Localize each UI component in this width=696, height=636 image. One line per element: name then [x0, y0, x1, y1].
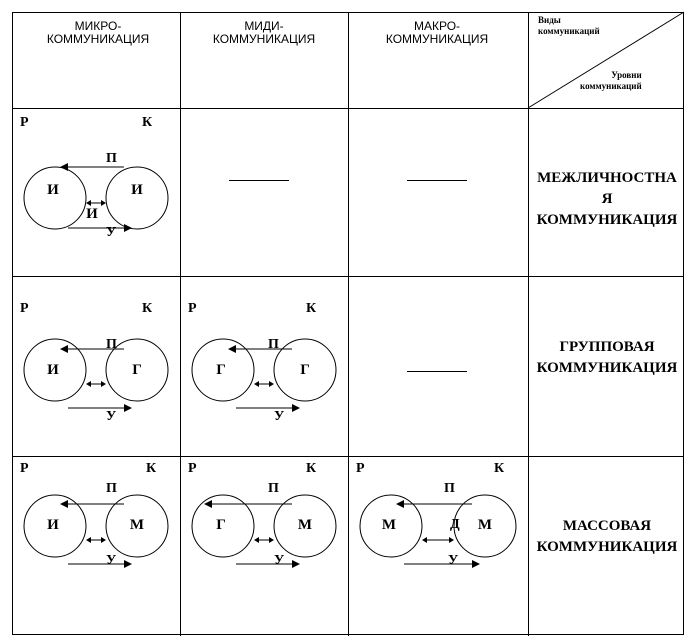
label-u: У	[448, 553, 459, 568]
label-p: П	[106, 151, 117, 166]
label-u: У	[106, 225, 117, 240]
label-k: К	[142, 115, 153, 130]
label-r: Р	[20, 461, 29, 476]
label-r: Р	[20, 301, 29, 316]
node-mid: И	[86, 206, 98, 222]
column-header-midi: МИДИ- КОММУНИКАЦИЯ	[212, 19, 316, 46]
label-k: К	[306, 461, 317, 476]
corner-label-levels: Уровни коммуникаций	[580, 70, 642, 91]
label-k: К	[494, 461, 505, 476]
node-left: Г	[216, 362, 226, 378]
empty-cell-dash	[407, 371, 467, 372]
diagram-r3c3: Р К П У Д М М	[348, 456, 528, 636]
label-p: П	[268, 337, 279, 352]
node-right: М	[477, 517, 493, 533]
node-left: И	[47, 182, 59, 198]
diagram-r3c1: Р К П У И М	[12, 456, 180, 636]
label-p: П	[106, 481, 117, 496]
row-label-group: ГРУППОВАЯ КОММУНИКАЦИЯ	[536, 339, 678, 376]
column-header-micro: МИКРО- КОММУНИКАЦИЯ	[46, 19, 150, 46]
label-k: К	[306, 301, 317, 316]
empty-cell-dash	[407, 180, 467, 181]
node-right: М	[129, 517, 145, 533]
node-right: Г	[300, 362, 310, 378]
label-r: Р	[356, 461, 365, 476]
node-left: И	[47, 362, 59, 378]
label-k: К	[142, 301, 153, 316]
column-header-macro: МАКРО- КОММУНИКАЦИЯ	[385, 19, 489, 46]
label-u: У	[274, 553, 285, 568]
node-right: И	[131, 182, 143, 198]
diagram-r2c1-shapes	[23, 338, 169, 412]
node-left: И	[47, 517, 59, 533]
diagram-r3c2: Р К П У Г М	[180, 456, 348, 636]
diagram-r3c2-shapes	[191, 494, 337, 568]
row-label-interpersonal: МЕЖЛИЧНОСТНАЯ КОММУНИКАЦИЯ	[536, 170, 678, 228]
label-r: Р	[188, 301, 197, 316]
label-p: П	[444, 481, 455, 496]
diagram-r2c1: Р К П У И Г	[12, 276, 180, 456]
node-left: Г	[216, 517, 226, 533]
diagram-r1c1: Р К П У И И И	[12, 108, 180, 276]
row-label-mass: МАССОВАЯ КОММУНИКАЦИЯ	[536, 518, 678, 555]
label-r: Р	[20, 115, 29, 130]
label-d: Д	[450, 517, 460, 532]
diagram-r3c3-shapes	[359, 494, 517, 568]
label-u: У	[274, 409, 285, 424]
node-right: Г	[132, 362, 142, 378]
label-k: К	[146, 461, 157, 476]
diagram-r3c1-shapes	[23, 494, 169, 568]
corner-label-types: Виды коммуникаций	[538, 15, 600, 36]
diagram-r2c2-shapes	[191, 338, 337, 412]
label-p: П	[268, 481, 279, 496]
diagram-r2c2: Р К П У Г Г	[180, 276, 348, 456]
label-r: Р	[188, 461, 197, 476]
label-u: У	[106, 553, 117, 568]
label-u: У	[106, 409, 117, 424]
corner-diagonal	[527, 11, 685, 109]
node-right: М	[297, 517, 313, 533]
node-left: М	[381, 517, 397, 533]
label-p: П	[106, 337, 117, 352]
diagram-r1c1-shapes	[23, 163, 169, 232]
empty-cell-dash	[229, 180, 289, 181]
